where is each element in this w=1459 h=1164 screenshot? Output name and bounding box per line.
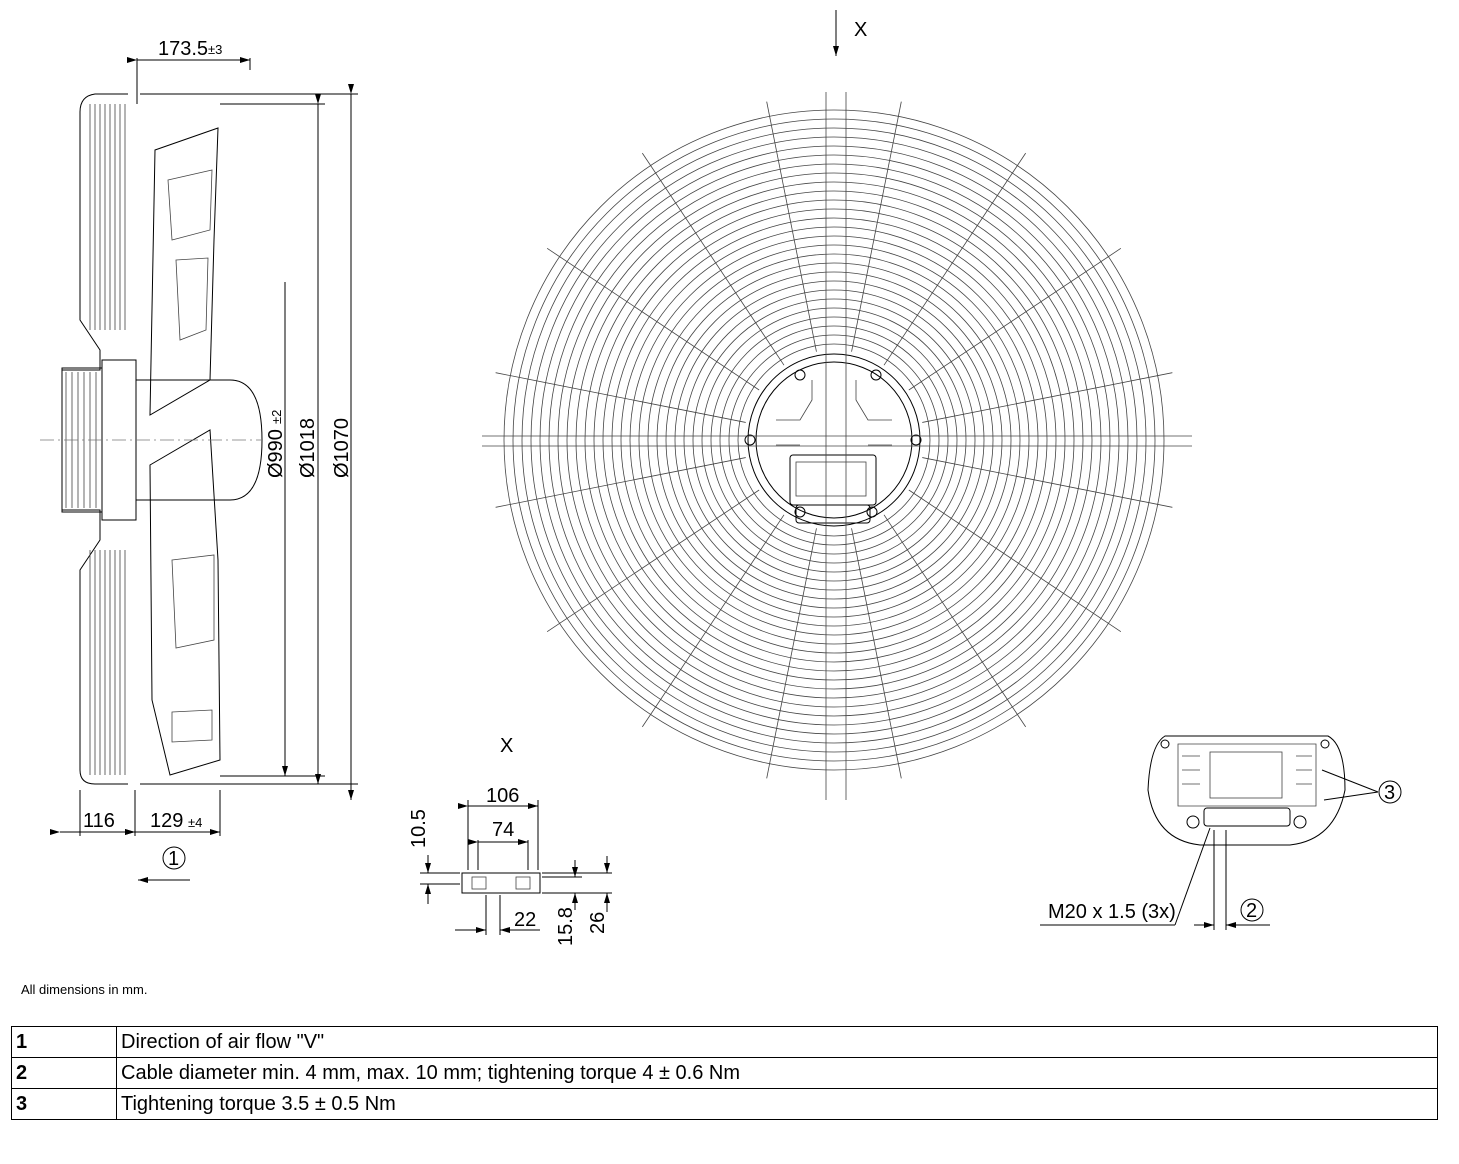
guard-ring xyxy=(503,109,1165,771)
callout-2: 2 xyxy=(1246,900,1257,922)
dim-990-tol: ±2 xyxy=(269,410,284,424)
dim-116: 116 xyxy=(83,810,115,832)
detail-x: X 106 74 10.5 22 15.8 26 xyxy=(408,735,612,946)
guard-spoke xyxy=(766,101,817,352)
thread-label: M20 x 1.5 (3x) xyxy=(1048,901,1176,923)
guard-ring xyxy=(737,343,931,537)
guard-spoke xyxy=(908,247,1122,391)
guard-ring xyxy=(665,271,1003,609)
legend-row: 1 Direction of air flow "V" xyxy=(11,1026,1438,1058)
guard-spoke xyxy=(641,514,785,728)
legend-row: 2 Cable diameter min. 4 mm, max. 10 mm; … xyxy=(11,1057,1438,1089)
dim-26: 26 xyxy=(587,912,609,934)
guard-ring xyxy=(719,325,949,555)
guard-spoke xyxy=(883,152,1027,366)
dim-10-5: 10.5 xyxy=(408,809,430,848)
guard-ring xyxy=(575,181,1093,699)
legend-table: 1 Direction of air flow "V" 2 Cable diam… xyxy=(11,1026,1438,1120)
dim-15-8: 15.8 xyxy=(555,907,577,946)
guard-ring xyxy=(539,145,1129,735)
technical-drawing: 173.5 ±3 Ø990 ±2 Ø1018 Ø1070 116 129 ±4 … xyxy=(40,10,1402,946)
legend-row: 3 Tightening torque 3.5 ± 0.5 Nm xyxy=(11,1088,1438,1120)
guard-ring xyxy=(647,253,1021,627)
dim-173-5-tol: ±3 xyxy=(208,42,222,57)
legend-num: 2 xyxy=(11,1057,117,1089)
guard-ring xyxy=(710,316,958,564)
guard-spoke xyxy=(546,247,760,391)
guard-ring xyxy=(566,172,1102,708)
legend-text: Direction of air flow "V" xyxy=(116,1026,1438,1058)
legend-text: Tightening torque 3.5 ± 0.5 Nm xyxy=(116,1088,1438,1120)
terminal-box-detail: 3 M20 x 1.5 (3x) 2 xyxy=(1040,735,1402,930)
guard-spoke xyxy=(766,528,817,779)
guard-ring xyxy=(602,208,1066,672)
guard-ring xyxy=(548,154,1120,726)
guard-spoke xyxy=(922,457,1173,508)
dim-1018: Ø1018 xyxy=(297,418,319,478)
guard-spoke xyxy=(922,372,1173,423)
dim-22: 22 xyxy=(514,909,536,931)
dim-173-5: 173.5 xyxy=(158,38,208,60)
guard-ring xyxy=(692,298,976,582)
guard-ring xyxy=(512,118,1156,762)
callout-3: 3 xyxy=(1384,782,1395,804)
side-view: 173.5 ±3 Ø990 ±2 Ø1018 Ø1070 116 129 ±4 … xyxy=(40,38,358,883)
guard-ring xyxy=(656,262,1012,618)
guard-ring xyxy=(674,280,994,600)
dim-106: 106 xyxy=(486,785,519,807)
guard-spoke xyxy=(851,101,902,352)
guard-ring xyxy=(611,217,1057,663)
guard-ring xyxy=(629,235,1039,645)
guard-ring xyxy=(728,334,940,546)
guard-spoke xyxy=(495,457,746,508)
dim-1070: Ø1070 xyxy=(331,418,353,478)
guard-spoke xyxy=(908,489,1122,633)
front-view: X xyxy=(482,10,1192,800)
legend-num: 3 xyxy=(11,1088,117,1120)
guard-ring xyxy=(638,244,1030,636)
legend-text: Cable diameter min. 4 mm, max. 10 mm; ti… xyxy=(116,1057,1438,1089)
dim-74: 74 xyxy=(492,819,514,841)
guard-spoke xyxy=(495,372,746,423)
callout-1: 1 xyxy=(168,848,179,870)
dim-990: Ø990 xyxy=(265,429,287,478)
guard-ring xyxy=(521,127,1147,753)
guard-spoke xyxy=(641,152,785,366)
guard-spoke xyxy=(546,489,760,633)
guard-spoke xyxy=(883,514,1027,728)
detail-x-label: X xyxy=(500,735,513,757)
guard-ring xyxy=(584,190,1084,690)
dim-129-tol: ±4 xyxy=(188,815,202,830)
guard-ring xyxy=(593,199,1075,681)
guard-ring xyxy=(530,136,1138,744)
units-note: All dimensions in mm. xyxy=(21,982,148,997)
guard-spoke xyxy=(851,528,902,779)
dim-129: 129 xyxy=(150,810,183,832)
guard-ring xyxy=(683,289,985,591)
view-x-label: X xyxy=(854,19,867,41)
legend-num: 1 xyxy=(11,1026,117,1058)
guard-ring xyxy=(620,226,1048,654)
guard-ring xyxy=(701,307,967,573)
guard-ring xyxy=(557,163,1111,717)
